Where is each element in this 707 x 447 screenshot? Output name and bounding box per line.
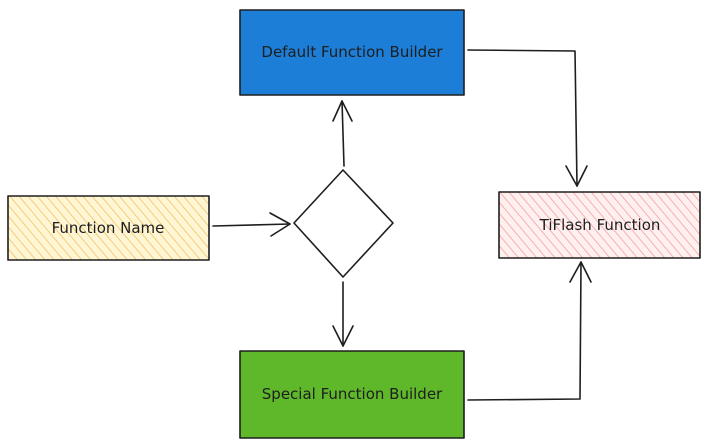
arrow-decision-to-special bbox=[332, 281, 354, 347]
tiflash-function-label: TiFlash Function bbox=[539, 216, 661, 234]
arrow-decision-to-default bbox=[332, 100, 353, 167]
arrow-special-to-tiflash bbox=[467, 261, 592, 401]
function-name-label: Function Name bbox=[52, 219, 165, 237]
special-builder-node: Special Function Builder bbox=[239, 350, 465, 439]
special-builder-label: Special Function Builder bbox=[262, 385, 443, 403]
arrow-default-to-tiflash bbox=[467, 49, 588, 187]
default-builder-node: Default Function Builder bbox=[239, 9, 465, 96]
default-builder-label: Default Function Builder bbox=[261, 43, 443, 61]
decision-diamond bbox=[293, 169, 394, 278]
function-name-node: Function Name bbox=[7, 195, 210, 261]
arrow-name-to-decision bbox=[212, 212, 291, 237]
tiflash-function-node: TiFlash Function bbox=[498, 191, 701, 259]
